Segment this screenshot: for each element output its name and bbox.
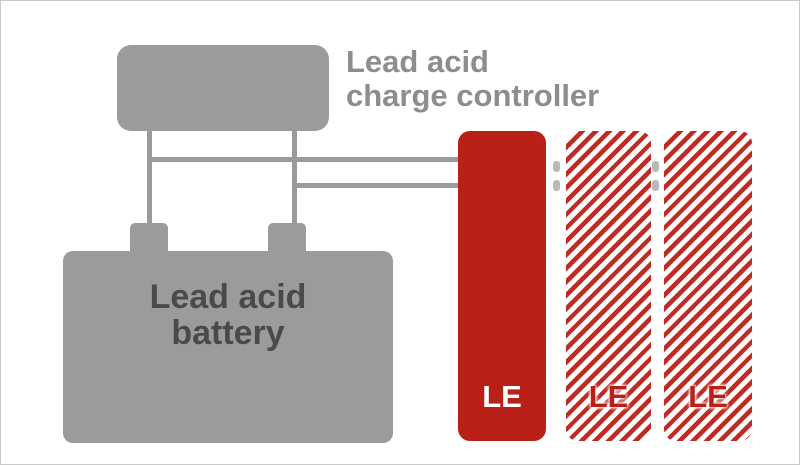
wire-lower-horizontal xyxy=(292,183,463,188)
connector-dot xyxy=(652,180,659,191)
battery-terminal-right xyxy=(268,223,306,255)
connector-dot xyxy=(553,180,560,191)
battery-label-line1: Lead acid xyxy=(149,278,307,316)
le-module-label: LE xyxy=(688,379,728,414)
wire-right-vertical xyxy=(292,129,297,229)
battery-terminal-left xyxy=(130,223,168,255)
charge-controller-box xyxy=(117,45,329,131)
controller-label-line2: charge controller xyxy=(346,78,600,113)
wire-left-vertical xyxy=(147,129,152,229)
le-module-label: LE xyxy=(588,379,629,414)
le-module-solid: LE xyxy=(458,131,546,441)
connector-dot xyxy=(553,161,560,172)
le-module-label: LE xyxy=(482,379,522,414)
connector-dot xyxy=(652,161,659,172)
wire-upper-horizontal xyxy=(147,157,463,162)
battery-label-line2: battery xyxy=(171,314,285,352)
le-module-hatched-2: LE xyxy=(664,131,752,441)
lead-acid-battery-box xyxy=(63,251,393,443)
controller-label-line1: Lead acid xyxy=(346,44,489,79)
le-module-hatched-1: LE xyxy=(566,131,651,441)
